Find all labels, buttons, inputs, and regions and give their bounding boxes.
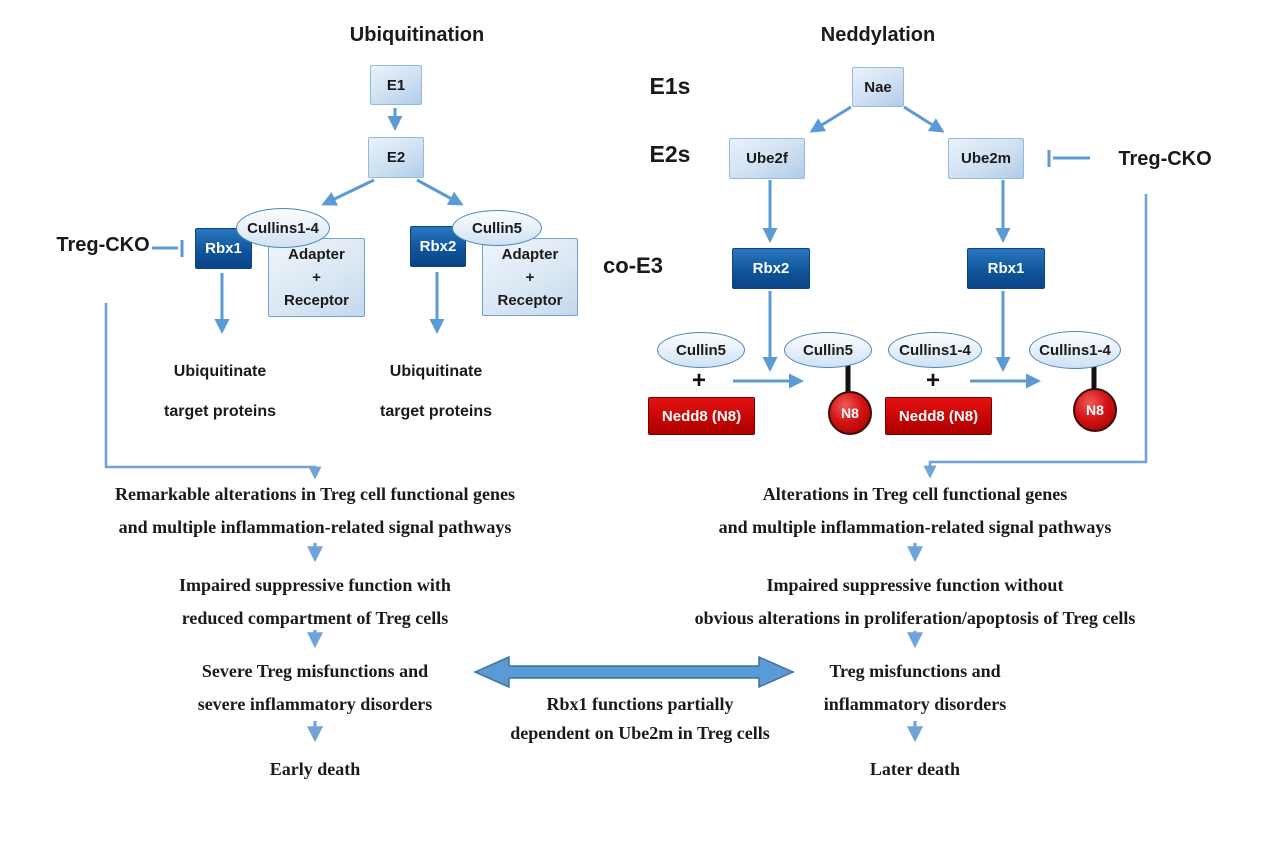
- ube2m-box: Ube2m: [948, 138, 1024, 179]
- cullin5-ellipse-left: Cullin5: [452, 210, 542, 246]
- arrow-e2-complex-b: [416, 178, 464, 206]
- adapter-label: Adapter: [501, 245, 559, 263]
- plus-label: +: [312, 269, 321, 286]
- rbx2-box-right: Rbx2: [732, 248, 810, 289]
- left-cascade-step-1: Remarkable alterations in Treg cell func…: [55, 478, 575, 544]
- cullin5-substrate-ellipse: Cullin5: [657, 332, 745, 368]
- left-cascade-step-4: Early death: [55, 753, 575, 786]
- cascade-line: and multiple inflammation-related signal…: [118, 517, 512, 537]
- outcome-text-a: Ubiquitinate target proteins: [120, 352, 320, 432]
- cascade-line: Alterations in Treg cell functional gene…: [762, 484, 1068, 504]
- treg-cko-label-left: Treg-CKO: [56, 233, 150, 256]
- plus-sign-2: +: [925, 367, 940, 394]
- outcome-text-b: Ubiquitinate target proteins: [336, 352, 536, 432]
- rbx1-box-right: Rbx1: [967, 248, 1045, 289]
- adapter-receptor-box-a: Adapter + Receptor: [268, 238, 365, 317]
- outcome-line: Ubiquitinate: [389, 363, 483, 380]
- treg-cko-label-right: Treg-CKO: [1118, 147, 1212, 170]
- n8-circle-1: N8: [828, 391, 872, 435]
- neddylation-title: Neddylation: [820, 23, 936, 46]
- outcome-line: Ubiquitinate: [173, 363, 267, 380]
- cascade-line: obvious alterations in proliferation/apo…: [694, 608, 1136, 628]
- left-cascade-step-3: Severe Treg misfunctions and severe infl…: [55, 655, 575, 721]
- nae-box: Nae: [852, 67, 904, 107]
- annotation-line: dependent on Ube2m in Treg cells: [510, 723, 770, 743]
- stage-label-e2s: E2s: [649, 140, 691, 167]
- right-cascade-step-4: Later death: [655, 753, 1175, 786]
- nedd8-box-1: Nedd8 (N8): [648, 397, 755, 435]
- outcome-line: target proteins: [163, 403, 276, 420]
- connector-left: [104, 303, 322, 480]
- right-cascade-step-3: Treg misfunctions and inflammatory disor…: [655, 655, 1175, 721]
- cascade-line: Impaired suppressive function without: [766, 575, 1064, 595]
- annotation-line: Rbx1 functions partially: [546, 694, 734, 714]
- plus-sign-1: +: [691, 367, 706, 394]
- cascade-line: Later death: [869, 759, 961, 779]
- stage-label-e1s: E1s: [649, 72, 691, 99]
- cascade-line: and multiple inflammation-related signal…: [718, 517, 1112, 537]
- ubiquitination-title: Ubiquitination: [349, 23, 485, 46]
- cullins1-4-product-ellipse: Cullins1-4: [1029, 331, 1121, 369]
- cascade-line: Severe Treg misfunctions and: [201, 661, 429, 681]
- adapter-receptor-box-b: Adapter + Receptor: [482, 238, 578, 316]
- arrow-e2-complex-a: [321, 178, 375, 206]
- e1-box: E1: [370, 65, 422, 105]
- right-cascade-step-1: Alterations in Treg cell functional gene…: [655, 478, 1175, 544]
- cascade-line: Remarkable alterations in Treg cell func…: [115, 484, 515, 504]
- right-cascade-step-2: Impaired suppressive function without ob…: [652, 569, 1178, 635]
- cascade-line: reduced compartment of Treg cells: [181, 608, 449, 628]
- receptor-label: Receptor: [283, 292, 350, 309]
- stage-label-co-e3: co-E3: [603, 253, 663, 278]
- arrow-nae-ube2m: [903, 105, 945, 133]
- cascade-line: inflammatory disorders: [823, 694, 1007, 714]
- e2-box: E2: [368, 137, 424, 178]
- cascade-line: Impaired suppressive function with: [179, 575, 451, 595]
- arrow-nae-ube2f: [809, 105, 852, 133]
- double-arrow: [473, 655, 795, 689]
- center-annotation: Rbx1 functions partially dependent on Ub…: [450, 690, 830, 748]
- receptor-label: Receptor: [497, 291, 563, 309]
- cascade-line: Treg misfunctions and: [829, 661, 1001, 681]
- cascade-line: severe inflammatory disorders: [197, 694, 433, 714]
- left-cascade-step-2: Impaired suppressive function with reduc…: [55, 569, 575, 635]
- plus-label: +: [525, 268, 535, 286]
- ube2f-box: Ube2f: [729, 138, 805, 179]
- adapter-label: Adapter: [288, 246, 345, 263]
- nedd8-box-2: Nedd8 (N8): [885, 397, 992, 435]
- cullin5-product-ellipse: Cullin5: [784, 332, 872, 368]
- cullins1-4-ellipse-left: Cullins1-4: [236, 208, 330, 248]
- cascade-line: Early death: [269, 759, 361, 779]
- cullins1-4-substrate-ellipse: Cullins1-4: [888, 332, 982, 368]
- outcome-line: target proteins: [379, 403, 492, 420]
- n8-circle-2: N8: [1073, 388, 1117, 432]
- connector-right: [923, 194, 1148, 479]
